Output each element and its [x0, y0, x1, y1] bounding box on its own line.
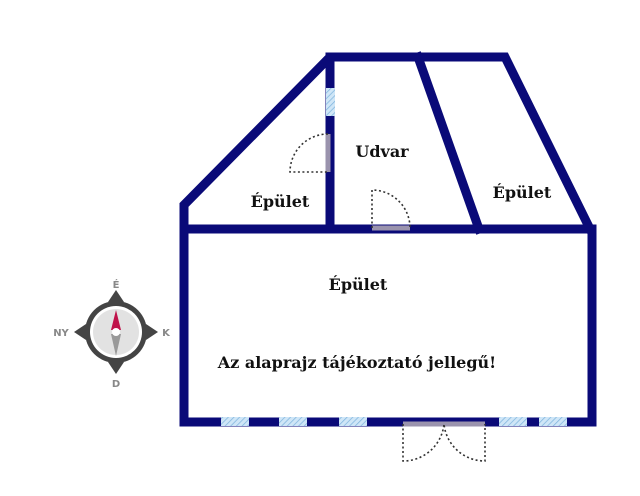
room-label: Épület — [329, 274, 388, 294]
room-label-courtyard: Udvar — [355, 142, 409, 161]
compass-east: K — [162, 328, 171, 339]
windows — [221, 88, 567, 426]
room-label: Épület — [493, 182, 552, 202]
door-entrance — [402, 421, 486, 462]
compass-icon: É NY K D — [53, 278, 171, 390]
disclaimer-text: Az alaprajz tájékoztató jellegű! — [217, 353, 496, 372]
door-left-room — [289, 133, 331, 173]
compass-west: NY — [53, 328, 69, 339]
compass-north: É — [113, 278, 120, 291]
door-courtyard — [371, 189, 411, 231]
needle-north — [111, 310, 121, 330]
room-label: Épület — [251, 191, 310, 211]
compass-south: D — [112, 379, 120, 390]
